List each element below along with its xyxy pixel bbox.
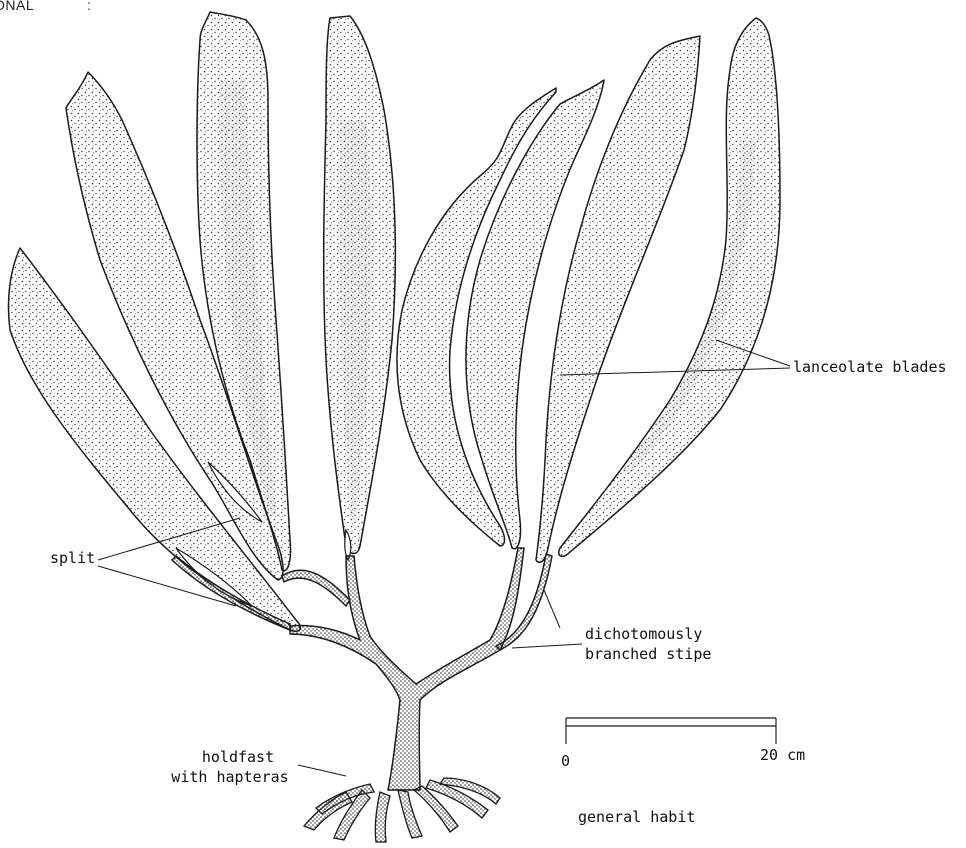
scale-end-label: 20 cm — [760, 746, 805, 765]
scale-start-label: 0 — [561, 752, 570, 771]
header-fragment: ONAL — [0, 0, 34, 13]
label-holdfast: holdfast — [178, 748, 298, 767]
label-with-hapteras: with hapteras — [160, 768, 300, 787]
header-colon: : — [87, 0, 91, 13]
leader-stipe-b — [544, 590, 560, 628]
leader-holdfast — [298, 765, 346, 776]
caption-general-habit: general habit — [578, 808, 695, 827]
label-dichotomously: dichotomously — [585, 625, 702, 644]
label-branched-stipe: branched stipe — [585, 645, 711, 664]
leader-stipe-a — [512, 644, 582, 648]
label-split: split — [50, 549, 95, 568]
scale-bar — [566, 718, 776, 744]
blades — [8, 12, 780, 631]
label-lanceolate-blades: lanceolate blades — [793, 358, 947, 377]
